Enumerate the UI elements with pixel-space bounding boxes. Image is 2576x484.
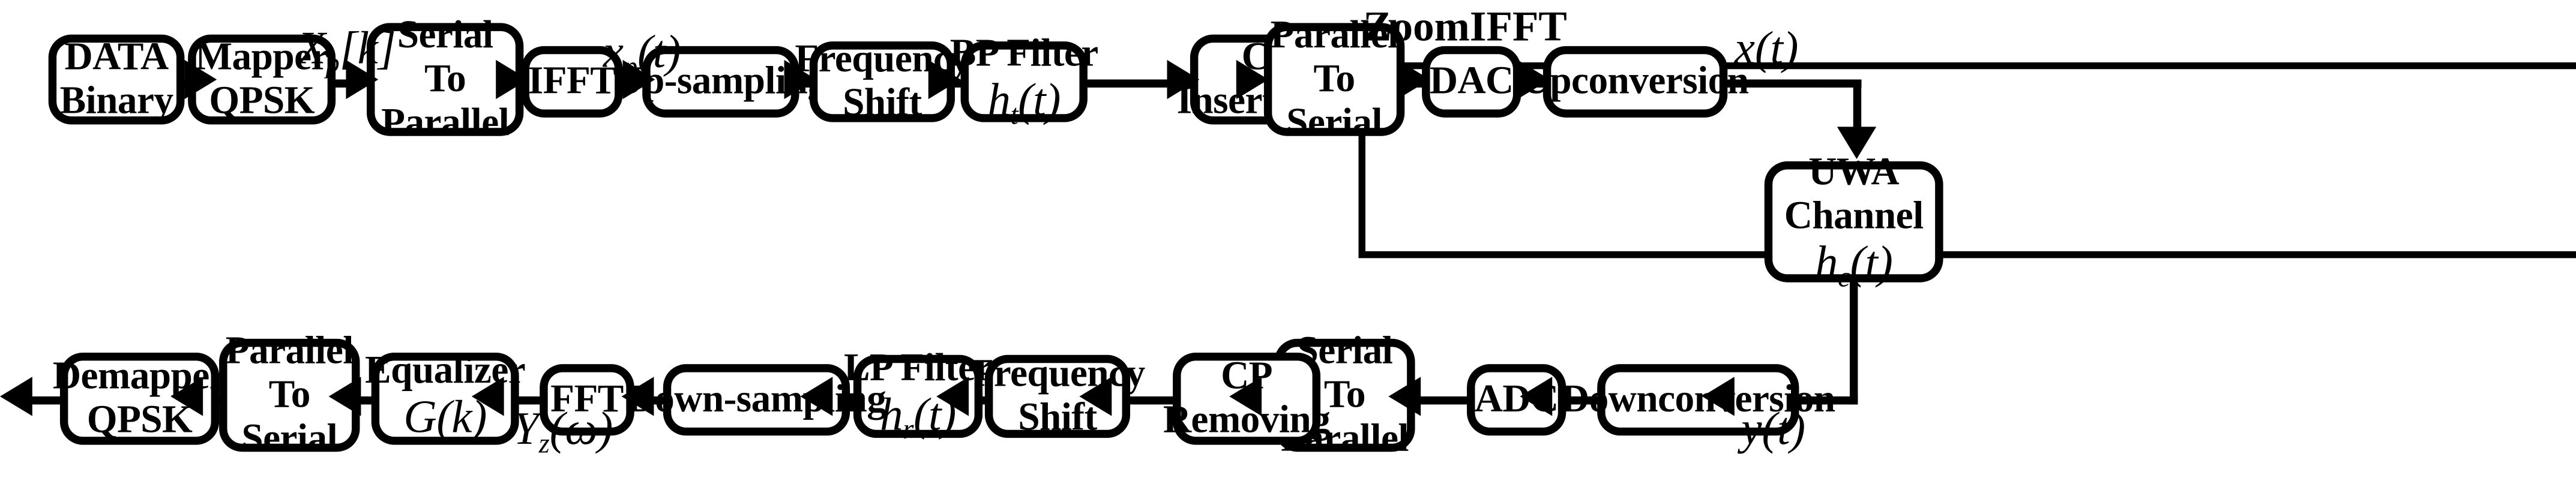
block-lp-filter-math: hr(t) xyxy=(880,389,956,446)
arrow-data-to-mapper xyxy=(184,59,217,100)
block-bp-filter-math: ht(t) xyxy=(987,74,1061,131)
arrow-p2s-rx-to-demapper xyxy=(170,377,203,416)
block-p2s-tx-line3: Serial xyxy=(1286,101,1383,145)
block-upconversion-label: Upconversion xyxy=(1521,59,1749,103)
block-fft-label: FFT xyxy=(550,378,624,421)
block-p2s-tx-line1: Parallel xyxy=(1270,13,1399,56)
block-data-binary[interactable]: DATA Binary xyxy=(48,34,185,125)
block-downconversion-label: Downconversion xyxy=(1561,378,1835,421)
group-label-zoomifft: ZoomIFFT xyxy=(1363,3,1567,51)
arrow-fft-to-equalizer xyxy=(471,377,504,416)
arrow-ifft-to-upsampling xyxy=(622,59,655,100)
arrow-cp-to-p2s xyxy=(1236,59,1269,100)
arrow-downconversion-to-adc xyxy=(1520,377,1553,416)
arrow-dac-to-upconversion xyxy=(1517,59,1550,100)
block-uwa-math: hc(t) xyxy=(1815,236,1893,293)
block-adc[interactable]: ADC xyxy=(1467,364,1566,436)
block-serial-to-parallel-tx[interactable]: Serial To Parallel xyxy=(367,14,524,144)
block-downconversion[interactable]: Downconversion xyxy=(1561,364,1835,436)
arrow-freqshift-rx-to-lpfilter xyxy=(936,377,969,416)
block-data-binary-line2: Binary xyxy=(59,79,174,122)
block-ifft-label: IFFT xyxy=(528,59,616,103)
block-data-binary-line1: DATA xyxy=(64,35,169,79)
wire-upconversion-right xyxy=(1723,79,1862,88)
block-dac-label: DAC xyxy=(1429,59,1514,103)
block-frequency-shift-tx[interactable]: Frequency Shift xyxy=(795,38,970,125)
signal-label-y-t: y(t) xyxy=(1741,402,1806,455)
block-p2s-rx-line1: Parallel xyxy=(225,329,354,372)
arrow-s2p-rx-to-cpremoving xyxy=(1229,377,1262,416)
wire-down-to-uwa xyxy=(1853,79,1862,140)
block-uwa-line2: Channel xyxy=(1784,194,1924,238)
arrow-into-downconversion xyxy=(1702,377,1735,416)
arrow-freqshift-to-bpfilter xyxy=(928,59,961,100)
arrow-cpremoving-to-freqshift-rx xyxy=(1079,377,1112,416)
arrow-bpfilter-to-cpinsertation xyxy=(1167,59,1200,100)
block-freqshift-tx-line2: Shift xyxy=(843,82,922,125)
block-down-sampling-label: Down-sampling xyxy=(627,378,886,421)
wire-bpfilter-to-cpinsertation xyxy=(1062,79,1201,88)
block-upconversion[interactable]: Upconversion xyxy=(1522,46,1749,118)
block-p2s-rx-line2: To xyxy=(268,373,311,416)
block-dac[interactable]: DAC xyxy=(1422,46,1521,118)
arrow-upsampling-to-freqshift xyxy=(784,59,817,100)
block-bp-filter-line1: BP Filter xyxy=(949,32,1099,76)
arrow-output xyxy=(0,377,32,416)
wire-uwa-down xyxy=(1849,279,1858,405)
block-p2s-rx-line3: Serial xyxy=(241,417,338,460)
arrow-mapper-to-s2p xyxy=(346,59,379,100)
block-uwa-channel[interactable]: UWA Channel hc(t) xyxy=(1764,151,1943,292)
group-box-zoomifft xyxy=(1358,62,2576,258)
signal-label-x-t: x(t) xyxy=(1734,22,1799,74)
arrow-downsampling-to-fft xyxy=(621,377,654,416)
block-s2p-tx-line2: To xyxy=(424,58,466,101)
signal-label-xp-t: xp(t) xyxy=(603,25,681,83)
block-p2s-tx-line2: To xyxy=(1313,58,1356,101)
arrow-p2s-to-dac xyxy=(1397,59,1430,100)
block-s2p-tx-line1: Serial xyxy=(397,13,493,56)
arrow-adc-to-s2p-rx xyxy=(1388,377,1421,416)
arrow-into-uwa-channel xyxy=(1837,127,1877,160)
block-mapper-qpsk-line1: Mapper xyxy=(195,35,328,79)
block-mapper-qpsk-line2: QPSK xyxy=(209,79,314,122)
arrow-s2p-to-ifft xyxy=(496,59,529,100)
block-bp-filter[interactable]: BP Filter ht(t) xyxy=(950,32,1099,130)
block-freqshift-rx-line1: Frequency xyxy=(970,352,1145,395)
arrow-lpfilter-to-downsampling xyxy=(800,377,833,416)
arrow-equalizer-to-p2s-rx xyxy=(328,377,361,416)
signal-label-xp-k: Xp[k] xyxy=(297,22,396,79)
block-s2p-rx-line2: To xyxy=(1323,373,1366,416)
signal-label-yz-omega: Yz(ω) xyxy=(513,402,613,460)
block-ifft[interactable]: IFFT xyxy=(521,46,623,118)
block-s2p-tx-line3: Parallel xyxy=(381,101,510,145)
